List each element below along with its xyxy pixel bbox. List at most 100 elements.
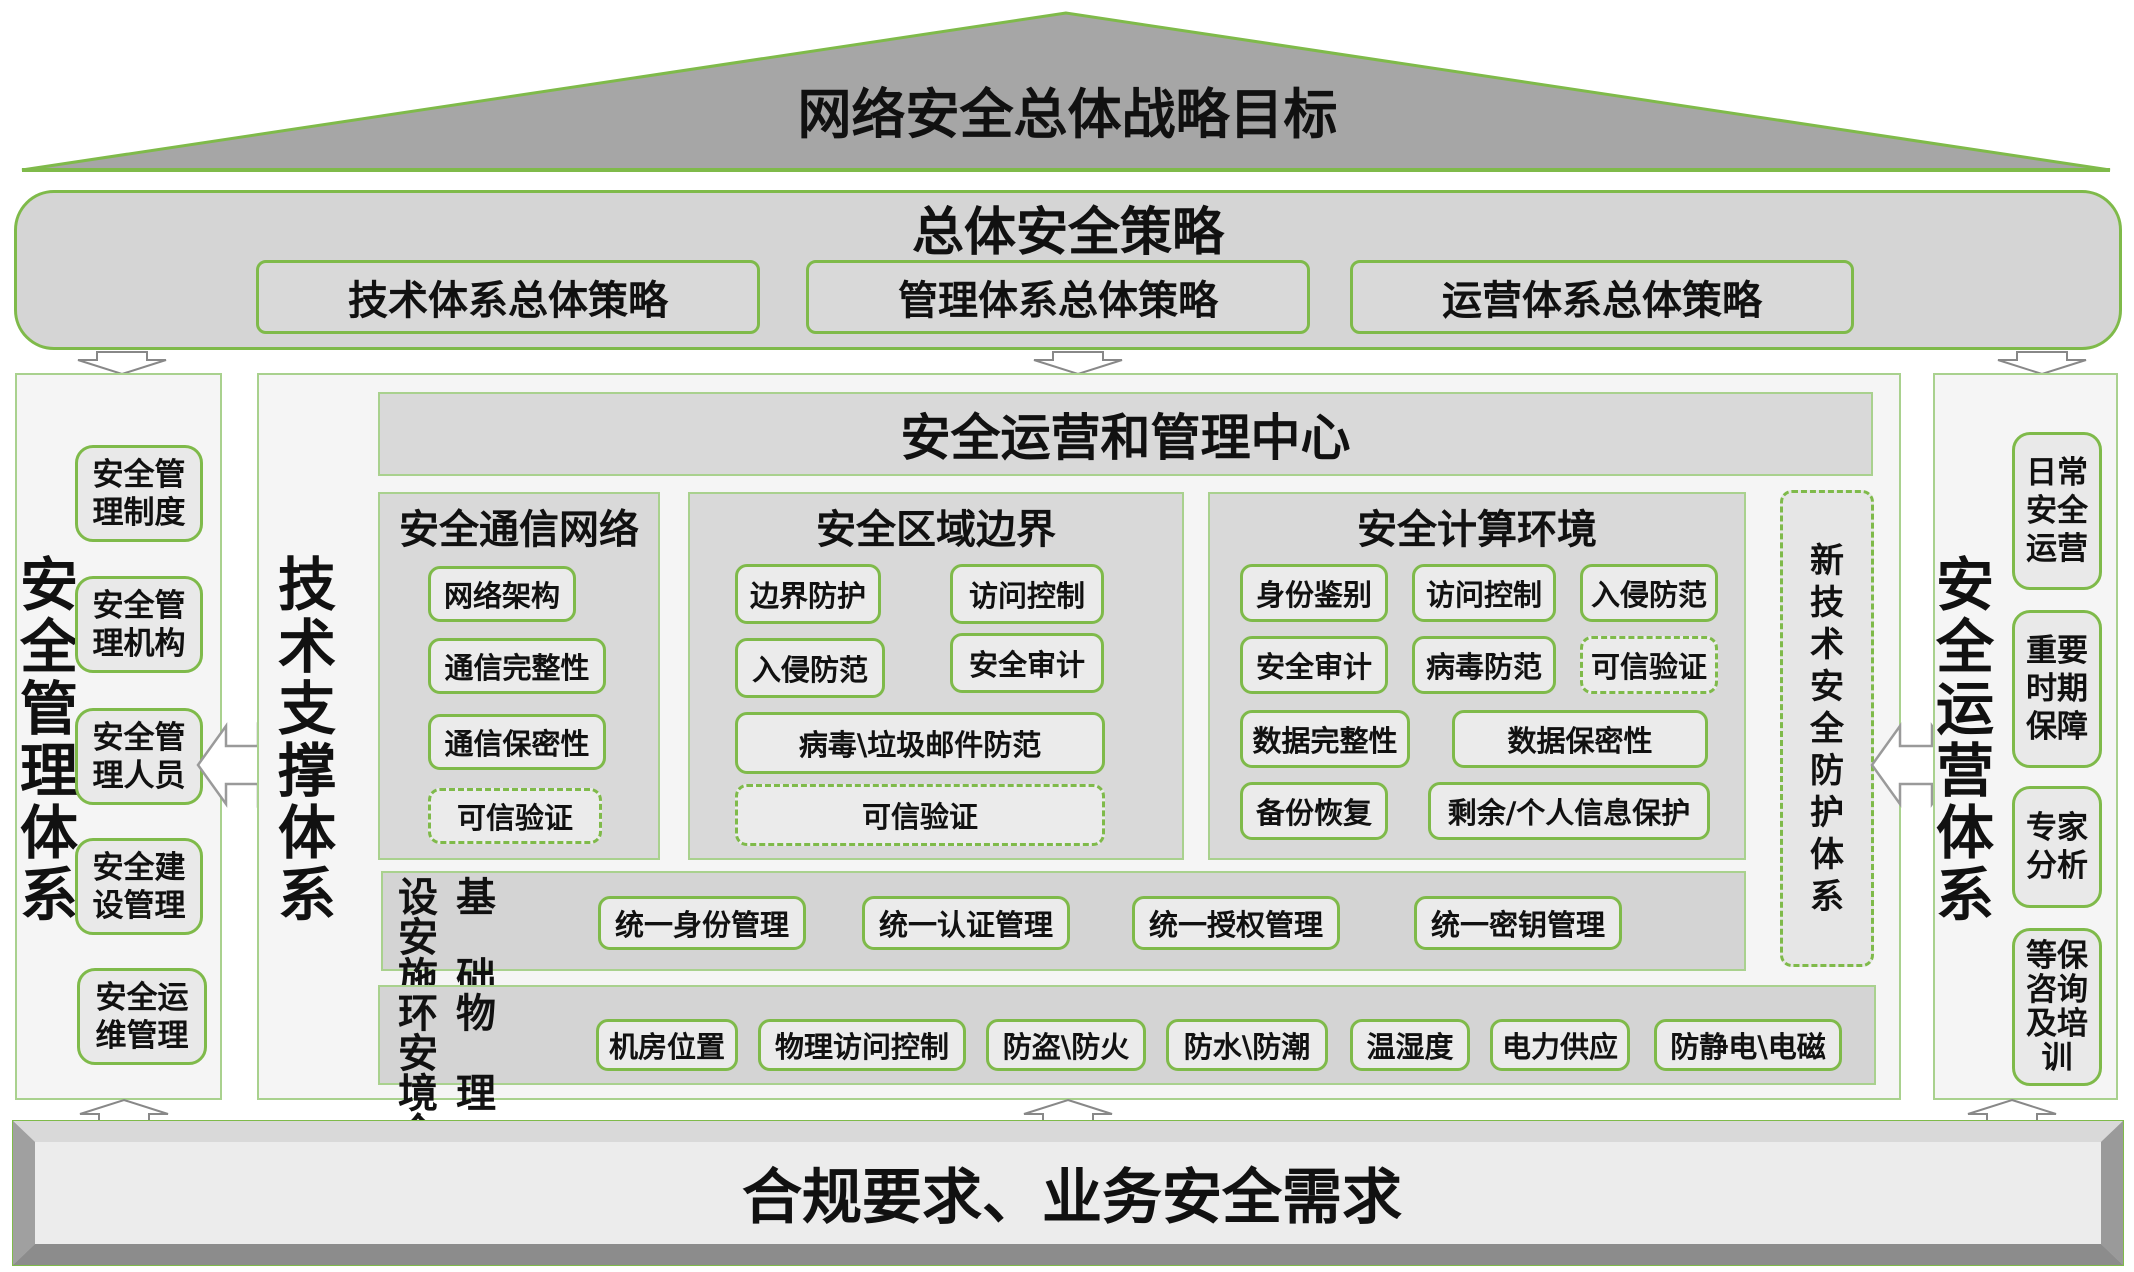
physical-item: 防静电\电磁	[1654, 1019, 1842, 1071]
ops-item-consulting: 等保 咨询 及培 训	[2012, 928, 2102, 1086]
vertical-char: 技	[1810, 582, 1844, 623]
ops-strategy-box: 运营体系总体策略	[1350, 260, 1854, 334]
infrastructure-label: 设基安 施础全	[398, 875, 548, 1038]
down-arrow-icon	[1033, 351, 1123, 376]
boundary-item: 边界防护	[735, 564, 881, 624]
ops-item-text: 专家	[2026, 810, 2088, 846]
comm-item: 通信完整性	[428, 638, 606, 694]
physical-item: 物理访问控制	[758, 1019, 966, 1071]
ops-item-text: 日常	[2026, 455, 2088, 491]
ops-item-text: 运营	[2026, 531, 2088, 567]
infra-item: 统一认证管理	[862, 896, 1070, 950]
tech-support-title: 技术支撑体系	[276, 551, 338, 929]
physical-item: 防盗\防火	[986, 1019, 1146, 1071]
mgmt-item-construction: 安全建 设管理	[75, 838, 203, 935]
boundary-item: 入侵防范	[735, 638, 885, 698]
physical-label-line1: 环物安	[398, 991, 514, 1077]
physical-item: 机房位置	[596, 1019, 738, 1071]
management-system-label: 安全管理体系	[20, 554, 78, 926]
compute-item: 数据完整性	[1240, 710, 1410, 768]
ops-item-text: 重要	[2026, 633, 2088, 669]
vertical-char: 体	[1935, 799, 1994, 867]
boundary-item-dashed: 可信验证	[735, 784, 1105, 846]
new-tech-protection-box: 新技术安全防护体系	[1780, 490, 1874, 967]
comm-network-title: 安全通信网络	[399, 507, 639, 553]
ops-item-critical-period: 重要 时期 保障	[2012, 610, 2102, 768]
area-boundary-title: 安全区域边界	[816, 507, 1056, 553]
mgmt-item-text: 安全管	[92, 587, 186, 624]
physical-item: 温湿度	[1350, 1019, 1470, 1071]
compute-item: 入侵防范	[1580, 564, 1718, 622]
vertical-char: 理	[19, 737, 78, 805]
vertical-char: 系	[1810, 876, 1844, 917]
boundary-item: 访问控制	[950, 564, 1104, 624]
vertical-char: 全	[19, 613, 78, 681]
mgmt-item-text: 安全管	[92, 456, 186, 493]
mgmt-item-text: 设管理	[92, 887, 186, 924]
vertical-char: 全	[1810, 708, 1844, 749]
vertical-char: 防	[1810, 750, 1844, 791]
compute-item-dashed: 可信验证	[1580, 636, 1718, 694]
mgmt-item-text: 理机构	[92, 625, 186, 662]
physical-item: 防水\防潮	[1166, 1019, 1328, 1071]
vertical-char: 运	[1935, 675, 1994, 743]
mgmt-item-text: 理人员	[92, 757, 186, 794]
vertical-char: 撑	[277, 737, 336, 805]
vertical-char: 护	[1810, 792, 1844, 833]
vertical-char: 新	[1810, 540, 1844, 581]
physical-item: 电力供应	[1490, 1019, 1630, 1071]
new-tech-label: 新技术安全防护体系	[1810, 540, 1844, 918]
boundary-item: 安全审计	[950, 633, 1104, 693]
vertical-char: 系	[277, 861, 336, 929]
base-foundation	[12, 1120, 2124, 1266]
compute-item: 数据保密性	[1452, 710, 1708, 768]
vertical-char: 支	[277, 675, 336, 743]
ops-item-text: 等保	[2026, 938, 2088, 974]
vertical-char: 安	[1935, 551, 1994, 619]
compute-item: 剩余/个人信息保护	[1428, 782, 1710, 840]
vertical-char: 安	[1810, 666, 1844, 707]
ops-item-text: 训	[2041, 1040, 2073, 1076]
vertical-char: 技	[277, 551, 336, 619]
vertical-char: 体	[1810, 834, 1844, 875]
mgmt-item-text: 维管理	[95, 1017, 189, 1054]
ops-item-text: 保障	[2026, 709, 2088, 745]
infra-item: 统一身份管理	[598, 896, 806, 950]
overall-strategy-title: 总体安全策略	[911, 202, 1224, 263]
vertical-char: 系	[1935, 861, 1994, 929]
mgmt-item-policy: 安全管 理制度	[75, 445, 203, 542]
vertical-char: 术	[1810, 624, 1844, 665]
ops-item-text: 及培	[2026, 1006, 2088, 1042]
mgmt-item-organization: 安全管 理机构	[75, 576, 203, 673]
vertical-char: 系	[19, 861, 78, 929]
infra-label-line1: 设基安	[398, 875, 514, 961]
vertical-char: 体	[19, 799, 78, 867]
mgmt-item-personnel: 安全管 理人员	[75, 708, 203, 805]
ops-item-text: 分析	[2026, 848, 2088, 884]
boundary-item: 病毒\垃圾邮件防范	[735, 712, 1105, 774]
mgmt-item-text: 安全建	[92, 849, 186, 886]
ops-item-text: 时期	[2026, 671, 2088, 707]
ops-item-text: 安全	[2026, 493, 2088, 529]
operations-system-label: 安全运营体系	[1936, 554, 1994, 926]
ops-management-center: 安全运营和管理中心	[378, 392, 1873, 476]
compute-item: 安全审计	[1240, 636, 1388, 694]
management-system-title: 安全管理体系	[18, 554, 80, 926]
mgmt-item-text: 理制度	[92, 494, 186, 531]
compute-item: 备份恢复	[1240, 782, 1388, 840]
compute-item: 病毒防范	[1412, 636, 1556, 694]
tech-strategy-box: 技术体系总体策略	[256, 260, 760, 334]
physical-label: 环物安 境理全	[398, 991, 548, 1154]
vertical-char: 全	[1935, 613, 1994, 681]
ops-item-daily: 日常 安全 运营	[2012, 432, 2102, 590]
down-arrow-icon	[1997, 351, 2087, 376]
infra-item: 统一密钥管理	[1414, 896, 1622, 950]
comm-item: 网络架构	[428, 566, 576, 622]
strategic-goal-title: 网络安全总体战略目标	[797, 83, 1338, 146]
down-arrow-icon	[77, 351, 167, 376]
roof-triangle	[21, 11, 2111, 172]
compute-env-title: 安全计算环境	[1357, 507, 1597, 553]
vertical-char: 管	[19, 675, 78, 743]
mgmt-item-operations: 安全运 维管理	[77, 968, 207, 1065]
vertical-char: 术	[277, 613, 336, 681]
